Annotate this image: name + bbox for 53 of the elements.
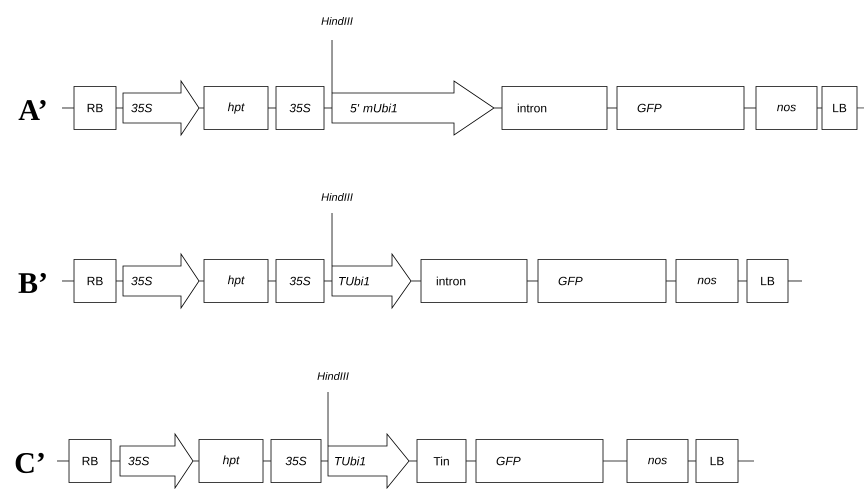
connector-line	[408, 460, 417, 462]
promoter-segment: TUbi1	[332, 252, 412, 310]
gene-box: 35S	[276, 259, 324, 303]
connector-line	[527, 280, 538, 282]
gene-box: GFP	[616, 86, 744, 130]
gene-box: intron	[502, 86, 608, 130]
gene-box: nos	[756, 86, 818, 130]
row-label: A’	[18, 100, 46, 120]
promoter-segment: 5' mUbi1	[332, 80, 495, 136]
gene-box: nos	[626, 439, 688, 483]
gene-box: RB	[68, 439, 112, 483]
gene-box: hpt	[204, 259, 268, 303]
connector-line	[324, 280, 332, 282]
gene-box: RB	[74, 259, 116, 303]
promoter-segment: 35S	[122, 252, 200, 310]
gene-box: LB	[696, 439, 738, 483]
connector-line	[666, 280, 676, 282]
gene-box: Tin	[416, 439, 466, 483]
gene-box: LB	[822, 86, 858, 130]
gene-box: 35S	[270, 439, 322, 483]
gene-box: LB	[746, 259, 788, 303]
promoter-segment: 35S	[120, 432, 194, 489]
connector-line	[788, 280, 802, 282]
connector-line	[192, 460, 200, 462]
site-label: HindIII	[321, 16, 353, 26]
gene-box: intron	[420, 259, 528, 303]
connector-line	[688, 460, 696, 462]
connector-line	[466, 460, 476, 462]
connector-line	[111, 460, 120, 462]
gene-box: GFP	[538, 259, 666, 303]
site-label: HindIII	[321, 192, 353, 202]
promoter-segment: TUbi1	[328, 432, 410, 489]
connector-line	[198, 280, 204, 282]
row-label: B’	[18, 272, 46, 294]
connector-line	[62, 280, 74, 282]
gene-box: nos	[676, 259, 738, 303]
gene-box: hpt	[204, 86, 268, 130]
connector-line	[116, 280, 124, 282]
gene-box: hpt	[198, 439, 264, 483]
gene-box: RB	[74, 86, 116, 130]
promoter-segment: 35S	[122, 80, 200, 136]
site-label: HindIII	[317, 372, 349, 380]
row-label: C’	[16, 452, 44, 474]
connector-line	[410, 280, 421, 282]
connector-line	[738, 460, 754, 462]
connector-line	[56, 460, 69, 462]
gene-box: GFP	[476, 439, 604, 483]
connector-line	[263, 460, 271, 462]
connector-line	[603, 460, 627, 462]
connector-line	[738, 280, 747, 282]
gene-box: 35S	[276, 86, 324, 130]
connector-line	[268, 280, 276, 282]
connector-line	[321, 460, 328, 462]
